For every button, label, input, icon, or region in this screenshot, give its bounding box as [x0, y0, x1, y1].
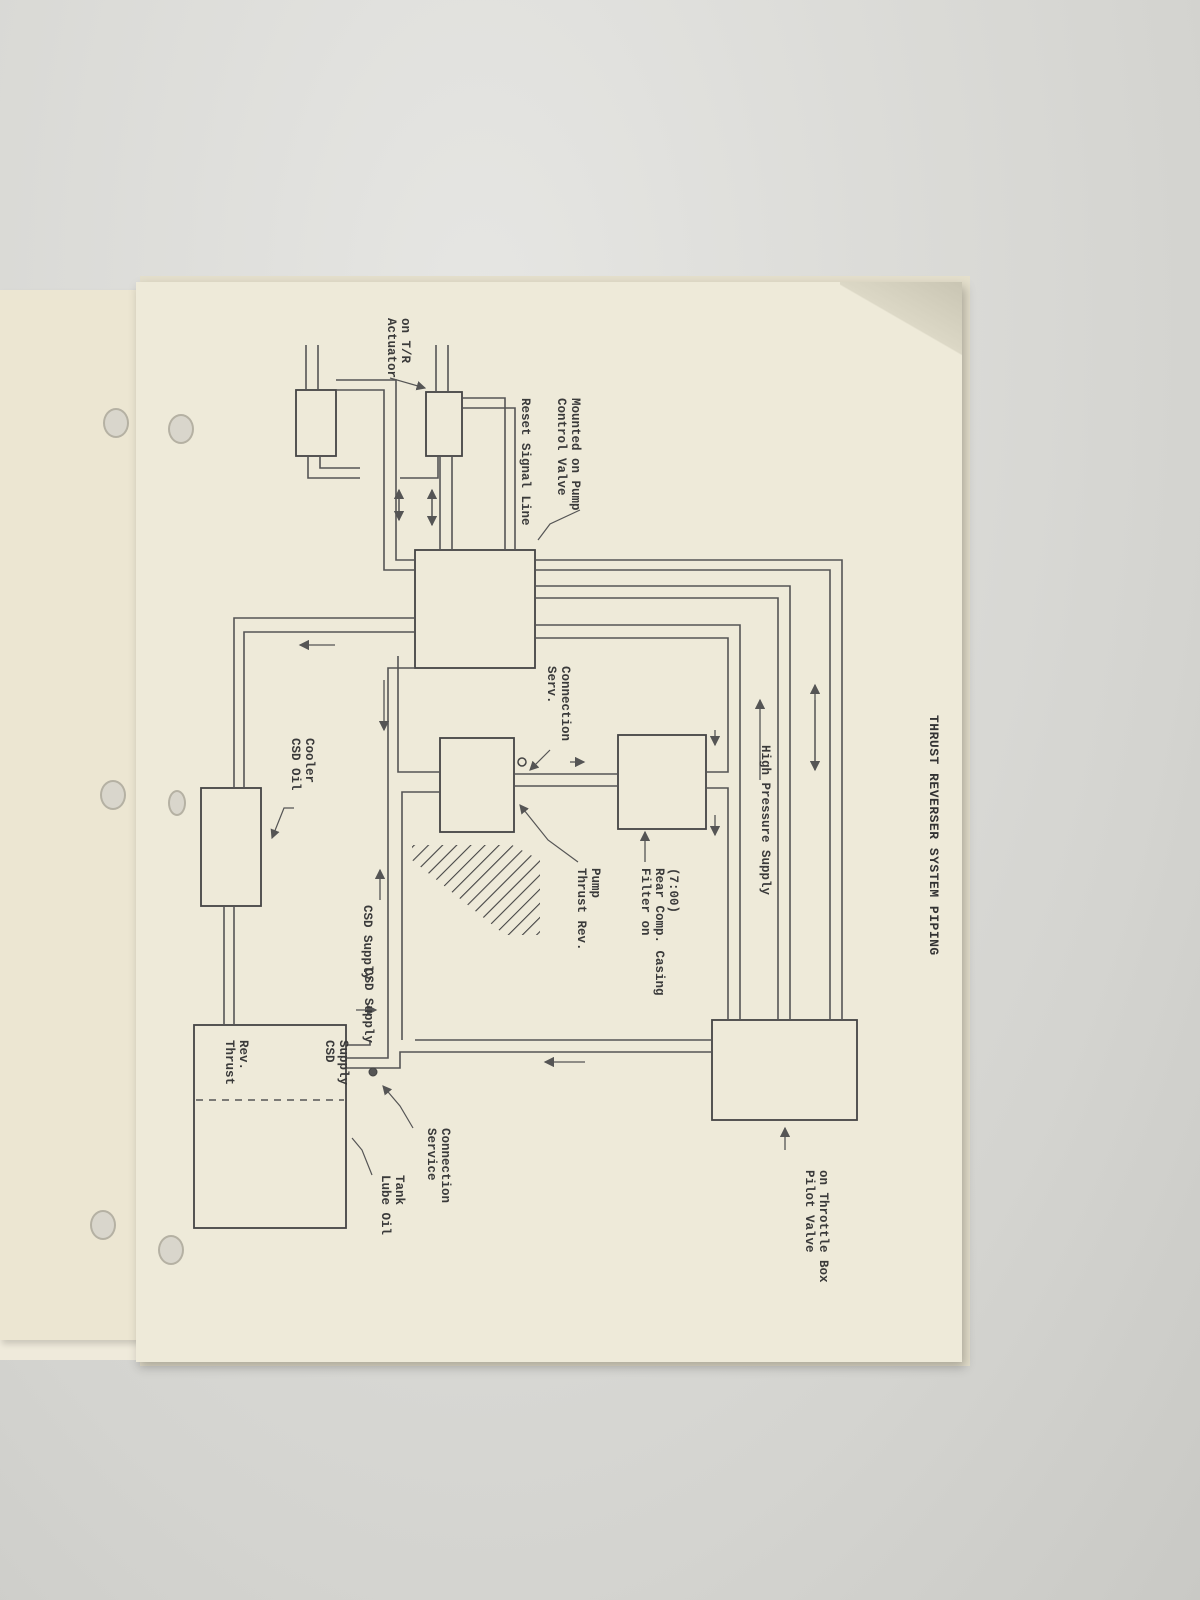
label-reset-signal: Reset Signal Line [518, 398, 532, 526]
pipe-cooler-return [233, 617, 415, 788]
left-page-hole [90, 1210, 116, 1240]
label-service-connection-1: Service [424, 1128, 438, 1181]
pipe-hp-outer-4 [535, 559, 843, 1020]
pipe-hp-outer-3 [535, 569, 831, 1020]
label-tank-thrust-rev-1: Thrust [222, 1040, 236, 1085]
actuator-right-port [400, 456, 439, 479]
label-high-pressure: High Pressure Supply [758, 745, 772, 896]
pipe-filter-to-valve [535, 637, 729, 773]
left-page-hole [103, 408, 129, 438]
label-thrust-rev-pump-2: Pump [588, 868, 602, 898]
label-service-connection-2: Connection [438, 1128, 452, 1203]
control-valve-box [414, 549, 536, 669]
pipe-hp-outer-2 [535, 585, 791, 1020]
label-pilot-valve-1: Pilot Valve [802, 1170, 816, 1253]
label-csd-supply-arrow: CSD Supply [361, 968, 375, 1044]
serv-connection-fitting [517, 757, 527, 767]
pipe-cooler-return-inner [243, 631, 415, 788]
pilot-valve-box [711, 1019, 858, 1121]
pipe-hp-outer-1 [535, 597, 779, 1020]
pointer-control-valve [537, 509, 581, 541]
actuator-right-box [425, 391, 463, 457]
label-thrust-rev-pump-1: Thrust Rev. [574, 868, 588, 951]
label-pilot-valve-2: on Throttle Box [816, 1170, 830, 1283]
pointer-cooler [270, 807, 294, 840]
document-page [136, 282, 962, 1362]
label-lube-tank-1: Lube Oil [378, 1175, 392, 1235]
csd-oil-cooler-box [200, 787, 262, 907]
pointer-actuator [389, 377, 427, 391]
filter-box [617, 734, 707, 830]
label-csd-supply-line: CSD Supply [360, 905, 374, 981]
pipe-valve-to-actuator-left [336, 389, 415, 571]
label-lube-tank-2: Tank [392, 1175, 406, 1206]
actuator-left-port [307, 456, 360, 479]
label-tank-csd-1: CSD [322, 1040, 336, 1063]
thrust-rev-pump-box [439, 737, 515, 833]
pointer-pump [519, 804, 579, 863]
pipe-filter-to-pilot [706, 787, 729, 1020]
label-csd-cooler-1: CSD Oil [288, 738, 302, 791]
label-filter-1: Filter on [638, 868, 652, 936]
pipe-return-to-tank [346, 1051, 712, 1069]
lube-oil-tank-box [193, 1024, 347, 1229]
label-filter-2: Rear Comp. Casing [652, 868, 666, 996]
punch-hole [168, 414, 194, 444]
actuator-left-box [295, 389, 337, 457]
punch-hole [168, 790, 186, 816]
label-serv-conn-1: Serv. [544, 666, 558, 704]
pointer-serv-conn [529, 749, 551, 771]
label-tank-csd-2: Supply [336, 1040, 350, 1086]
label-csd-cooler-2: Cooler [302, 738, 316, 783]
actuator-left-port-2 [319, 456, 360, 469]
label-filter-3: (7:00) [666, 868, 680, 913]
pipe-reset-signal [462, 397, 506, 550]
diagram-caption: THRUST REVERSER SYSTEM PIPING [926, 715, 941, 956]
left-page [0, 290, 142, 1340]
label-actuator-1: Actuator [384, 318, 398, 378]
pipe-hp-supply [535, 624, 741, 1020]
punch-hole [158, 1235, 184, 1265]
pump-mount-hatch [412, 845, 540, 935]
pointer-service-connection [382, 1085, 414, 1129]
label-actuator-2: on T/R [398, 318, 412, 364]
pipe-pump-inlet [401, 791, 440, 1040]
left-page-hole [100, 780, 126, 810]
pipe-valve-to-actuator-left-2 [336, 379, 415, 561]
label-serv-conn-2: Connection [558, 666, 572, 741]
label-control-valve-2: Mounted on Pump [568, 398, 582, 511]
service-connection-fitting [368, 1067, 378, 1077]
pipe-valve-to-pump [397, 656, 440, 773]
pipe-reset-signal-2 [462, 407, 516, 550]
pipe-csd-supply-stub [346, 1040, 371, 1046]
label-tank-thrust-rev-2: Rev. [236, 1040, 250, 1070]
corner-fold [840, 282, 962, 372]
pipe-supply-to-valve [346, 667, 415, 1059]
label-control-valve-1: Control Valve [554, 398, 568, 496]
pointer-lube-tank [351, 1137, 373, 1176]
